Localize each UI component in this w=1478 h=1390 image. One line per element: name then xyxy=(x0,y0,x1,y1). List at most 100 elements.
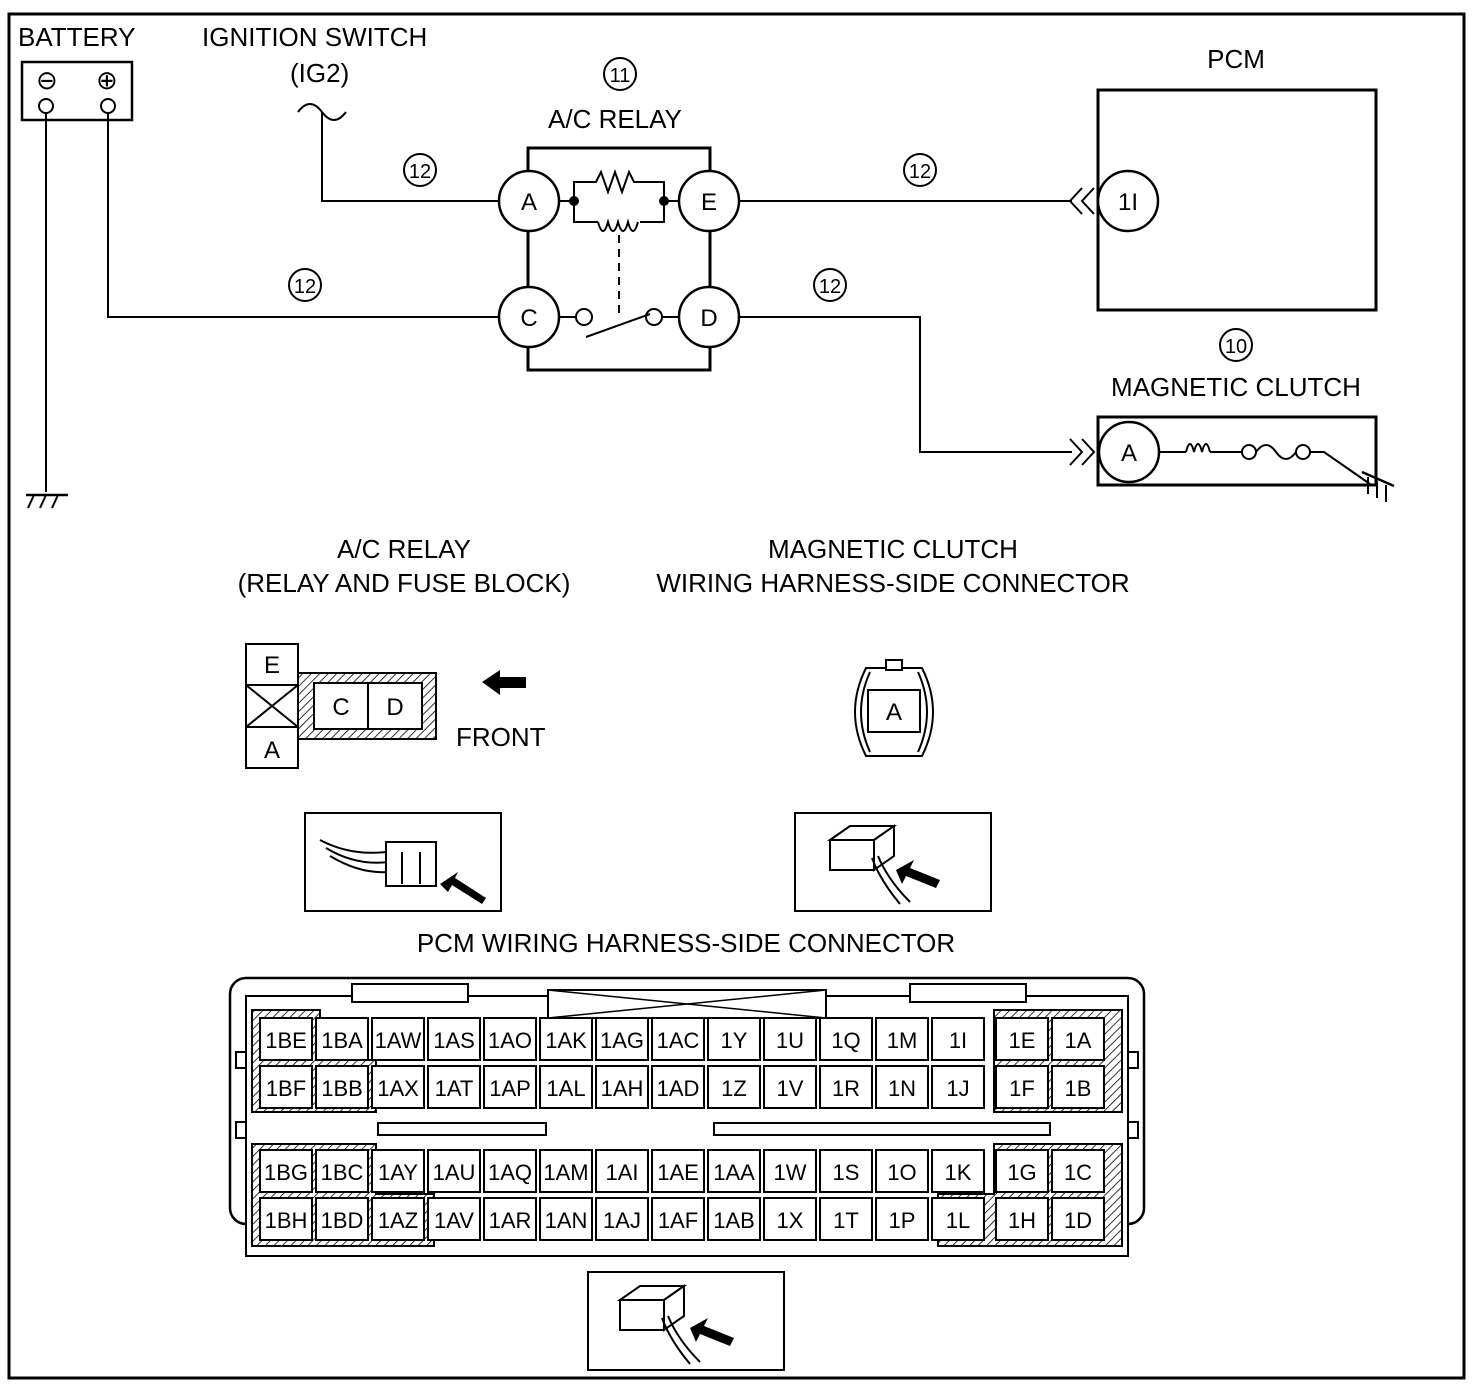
pcm-pin-cell xyxy=(427,1017,481,1061)
pcm-pin-cell xyxy=(995,1149,1049,1193)
pcm-pin-label: 1G xyxy=(1007,1160,1036,1185)
pcm-connector-title: PCM WIRING HARNESS-SIDE CONNECTOR xyxy=(417,928,955,958)
pcm-pin-cell xyxy=(315,1065,369,1109)
pcm-pin-cell xyxy=(931,1017,985,1061)
pcm-pin-label: 1D xyxy=(1064,1208,1092,1233)
pcm-pin-cell xyxy=(707,1197,761,1241)
relay-d-to-clutch-wire xyxy=(739,316,1072,453)
svg-text:12: 12 xyxy=(294,276,316,298)
pcm-pin-label: 1BH xyxy=(265,1208,308,1233)
pcm-pin-cell xyxy=(819,1065,873,1109)
pcm-connector-thumbnail xyxy=(587,1271,785,1371)
pcm-pin-cell xyxy=(763,1065,817,1109)
pcm-pin-label: 1AY xyxy=(378,1160,418,1185)
battery-minus-icon: ⊖ xyxy=(36,65,58,95)
pcm-pin-label: 1AO xyxy=(488,1028,532,1053)
pcm-pin-label: 1AC xyxy=(657,1028,700,1053)
pcm-pin-label: 1L xyxy=(946,1208,970,1233)
pcm-pin-label: 1AS xyxy=(433,1028,475,1053)
pcm-pin-cell xyxy=(315,1017,369,1061)
pcm-pin-label: 1AR xyxy=(489,1208,532,1233)
pcm-pin-label: 1Y xyxy=(721,1028,748,1053)
pcm-pin-cell xyxy=(259,1065,313,1109)
pcm-pin-label: 1J xyxy=(946,1076,969,1101)
pcm-pin-label: 1Z xyxy=(721,1076,747,1101)
pcm-pin-cell xyxy=(707,1149,761,1193)
svg-text:12: 12 xyxy=(909,161,931,183)
pcm-pin-cell xyxy=(595,1065,649,1109)
pcm-pin-cell xyxy=(819,1197,873,1241)
relay-pin-e: E xyxy=(264,652,280,679)
pcm-pin-label: 1BA xyxy=(321,1028,363,1053)
pcm-pin-cell xyxy=(427,1149,481,1193)
front-label: FRONT xyxy=(456,722,546,752)
ignition-switch-label: IGNITION SWITCH xyxy=(202,22,427,52)
pcm-pin-cell xyxy=(1051,1065,1105,1109)
pcm-pin-cell xyxy=(875,1017,929,1061)
callout-12-pcm: 12 xyxy=(903,153,937,187)
pcm-pin-cell xyxy=(539,1149,593,1193)
callout-12-bat: 12 xyxy=(288,268,322,302)
pcm-pin-cell xyxy=(371,1065,425,1109)
pcm-pin-cell xyxy=(1051,1149,1105,1193)
pcm-pin-label: 1W xyxy=(774,1160,807,1185)
svg-text:12: 12 xyxy=(819,276,841,298)
pcm-pin-label: 1R xyxy=(832,1076,860,1101)
pcm-pin-cell xyxy=(371,1017,425,1061)
svg-text:12: 12 xyxy=(409,161,431,183)
pcm-pin-cell xyxy=(931,1197,985,1241)
pcm-pin-label: 1E xyxy=(1009,1028,1036,1053)
pcm-pin-cell xyxy=(995,1197,1049,1241)
pcm-pin-label: 1AA xyxy=(713,1160,755,1185)
clutch-connector-title-1: MAGNETIC CLUTCH xyxy=(768,534,1018,564)
pcm-pin-cell xyxy=(931,1065,985,1109)
pcm-label: PCM xyxy=(1207,44,1265,74)
relay-pin-a: A xyxy=(264,737,280,764)
pcm-pin-cell xyxy=(651,1197,705,1241)
pcm-pin-cell xyxy=(931,1149,985,1193)
callout-12-ig: 12 xyxy=(403,153,437,187)
pcm-pin-label: 1AL xyxy=(546,1076,585,1101)
pcm-pin-label: 1BB xyxy=(321,1076,363,1101)
callout-10: 10 xyxy=(1219,328,1253,362)
pcm-pin-label: 1AB xyxy=(713,1208,755,1233)
ac-relay-label: A/C RELAY xyxy=(548,104,682,134)
pcm-pin-label: 1AD xyxy=(657,1076,700,1101)
pcm-pin-cell xyxy=(651,1065,705,1109)
pcm-pin-label: 1BG xyxy=(264,1160,308,1185)
clutch-connector-face: A xyxy=(854,659,934,757)
pcm-pin-label: 1AM xyxy=(543,1160,588,1185)
pcm-pin-label: 1X xyxy=(777,1208,804,1233)
front-arrow-icon xyxy=(482,670,526,695)
pcm-pin-cell xyxy=(1051,1197,1105,1241)
pcm-pin-label: 1BF xyxy=(266,1076,306,1101)
pcm-pin-label: 1BC xyxy=(321,1160,364,1185)
pcm-pin-label: 1AQ xyxy=(488,1160,532,1185)
clutch-connector-title-2: WIRING HARNESS-SIDE CONNECTOR xyxy=(656,568,1129,598)
pcm-pin-label: 1AZ xyxy=(378,1208,418,1233)
pcm-terminal-1i: 1I xyxy=(1118,189,1138,216)
pcm-pin-cell xyxy=(707,1065,761,1109)
pcm-pin-label: 1O xyxy=(887,1160,916,1185)
ground-symbol-clutch xyxy=(1361,470,1395,502)
pcm-pin-cell xyxy=(371,1197,425,1241)
pcm-pin-cell xyxy=(595,1149,649,1193)
svg-text:C: C xyxy=(520,305,537,332)
pcm-pin-label: 1N xyxy=(888,1076,916,1101)
pcm-pin-label: 1F xyxy=(1009,1076,1035,1101)
pcm-pin-label: 1T xyxy=(833,1208,859,1233)
clutch-pin-a: A xyxy=(886,699,902,726)
svg-text:10: 10 xyxy=(1225,336,1247,358)
pcm-pin-cell xyxy=(1051,1017,1105,1061)
pcm-pin-cell xyxy=(483,1149,537,1193)
magnetic-clutch: A xyxy=(1096,415,1378,487)
relay-block-title-2: (RELAY AND FUSE BLOCK) xyxy=(238,568,571,598)
pcm-pin-cell xyxy=(651,1017,705,1061)
connector-arrow-clutch xyxy=(1069,438,1096,466)
svg-text:D: D xyxy=(700,305,717,332)
relay-pin-d: D xyxy=(386,694,403,721)
pcm-pin-label: 1V xyxy=(777,1076,804,1101)
pcm-pin-label: 1Q xyxy=(831,1028,860,1053)
pcm-pin-label: 1AI xyxy=(605,1160,638,1185)
